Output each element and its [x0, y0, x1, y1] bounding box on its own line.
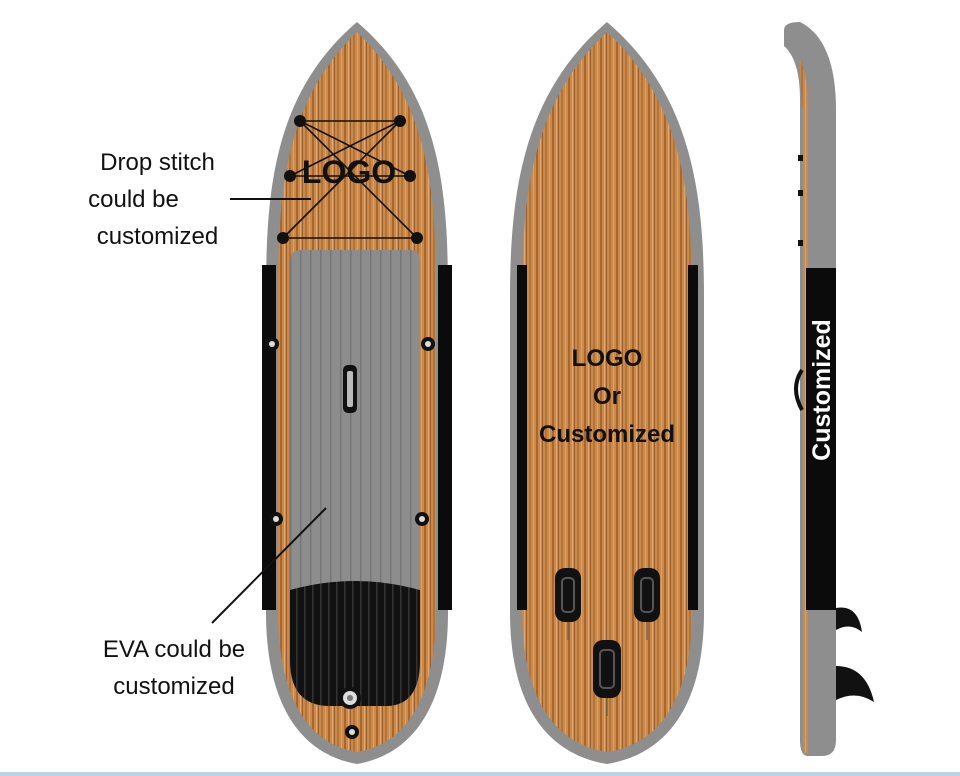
bottom-or-line: Or: [592, 383, 621, 410]
deck-board-black-band-right: [438, 265, 452, 610]
side-board-black-band: [806, 268, 836, 610]
bottom-edge-strip: [0, 772, 960, 776]
eva-line-2: customized: [113, 673, 235, 700]
d-ring-icons: [265, 337, 435, 526]
deck-board-black-band-left: [262, 265, 276, 610]
side-fin-rear-icon: [836, 666, 874, 702]
eva-annotation: EVA could be customized: [84, 631, 264, 705]
side-handle-icon: [794, 368, 804, 411]
bottom-board-black-band-right: [688, 265, 698, 610]
eva-pointer-line: [211, 507, 327, 624]
eva-tail-kick-pad: [290, 581, 420, 706]
drop-stitch-annotation: Drop stitch could be customized: [70, 144, 245, 255]
inflation-valve-icon: [339, 687, 361, 709]
leash-ring-icon: [345, 725, 359, 739]
bottom-board-black-band-left: [517, 265, 527, 610]
bottom-logo-line: LOGO: [571, 345, 643, 372]
bottom-customized-line: Customized: [538, 421, 675, 448]
bungee-anchor-icons: [277, 115, 423, 244]
drop-stitch-line-3: customized: [96, 223, 219, 250]
drop-stitch-line-2: could be: [88, 186, 179, 213]
side-fittings: [798, 155, 803, 246]
deck-board: LOGO: [262, 22, 452, 764]
bottom-board-text: LOGO Or Customized: [527, 340, 687, 454]
side-board: Customized: [784, 22, 874, 756]
bottom-board: [510, 22, 704, 764]
deck-logo-text: LOGO: [302, 154, 396, 190]
side-rail-text: Customized: [808, 319, 836, 461]
drop-stitch-line-1: Drop stitch: [100, 149, 215, 176]
side-fin-front-icon: [836, 607, 862, 632]
eva-line-1: EVA could be: [102, 636, 246, 663]
bungee-cargo-net: [282, 120, 418, 239]
fin-box-icons: [555, 568, 660, 716]
